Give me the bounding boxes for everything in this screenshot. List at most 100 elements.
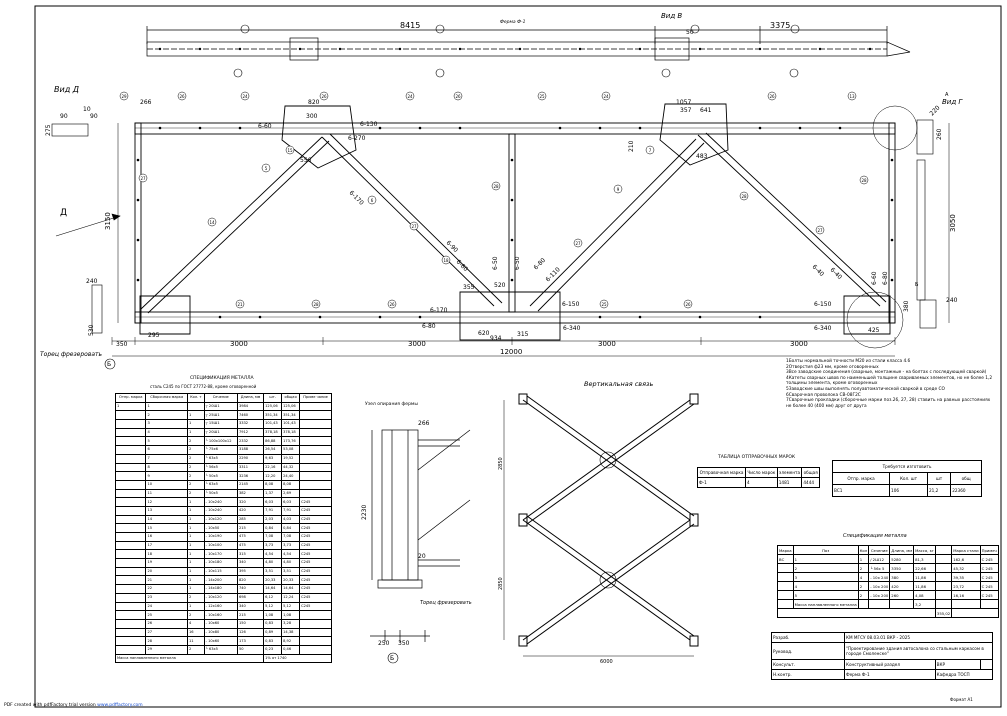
dim-641: 641 [700,107,712,114]
svg-text:28: 28 [861,178,867,183]
svg-text:24: 24 [603,94,609,99]
svg-text:26: 26 [455,94,461,99]
dim-350: 350 [116,341,128,348]
weld-label: 6-270 [348,135,366,142]
title-block: Разраб.КМ МГСУ 08.03.01 ВКР - 2025 Руков… [771,632,994,680]
weld-label: 6-50 [492,256,499,270]
svg-text:25: 25 [539,94,545,99]
node-dim-w2: 350 [398,640,410,647]
svg-text:14: 14 [209,220,215,225]
node-b-marker [104,358,116,370]
weld-label: 6-170 [348,189,365,206]
ferma-top-label: Ферма Ф-1 [500,19,526,25]
truss [134,103,918,349]
weld-label: 6-110 [544,266,561,283]
brace-dim-w: 6000 [600,659,613,665]
dim-10: 10 [83,106,91,113]
dim-lines [111,123,950,357]
top-dim-2: 50 [686,29,694,36]
svg-text:25: 25 [601,302,607,307]
dim-357: 357 [680,107,692,114]
svg-text:18: 18 [443,258,449,263]
weld-label: 6-80 [532,257,547,272]
svg-text:15: 15 [287,148,293,153]
dim-934: 934 [490,335,502,342]
svg-text:27: 27 [140,176,146,181]
weld-label: 6-80 [455,258,470,273]
node-detail-marker [387,652,399,664]
dim-295: 295 [148,332,160,339]
svg-text:28: 28 [741,194,747,199]
node-a-text: А [945,92,949,98]
node-dim-266: 266 [418,420,430,427]
footer-link[interactable]: www.pdffactory.com [97,703,143,708]
svg-text:26: 26 [389,302,395,307]
vid-g-label: Вид Г [942,98,963,106]
weld-label: 6-60 [258,123,272,130]
svg-text:26: 26 [685,302,691,307]
note: 2Отверстия ф23 мм, кроме оговоренных [786,364,879,370]
dim-315: 315 [517,331,529,338]
weld-label: 6-90 [445,239,460,254]
svg-text:9: 9 [617,187,620,192]
weld-label: 6-80 [882,271,889,285]
dim-90a: 90 [60,113,68,120]
dim-1057: 1057 [676,99,691,106]
dim-240: 240 [86,278,98,285]
svg-text:26: 26 [769,94,775,99]
footer-prefix: PDF created with pdfFactory trial versio… [4,703,98,708]
node-title: Узел опирания фермы [365,401,418,407]
dim-span: 12000 [500,348,522,356]
node-b2-text: Б [915,282,919,288]
note: 4Катеты сварных швов по наименьшей толщи… [786,375,993,387]
vid-d-label: Вид Д [54,85,79,94]
node-detail-b: Б [390,655,394,662]
brace-dim-h2: 2850 [498,577,504,590]
svg-text:13: 13 [849,94,855,99]
spec1-title: СПЕЦИФИКАЦИЯ МЕТАЛЛА [190,376,254,381]
svg-text:26: 26 [321,94,327,99]
weld-label: 6-340 [563,325,581,332]
weld-label: 6-40 [811,263,826,278]
dim-h-right: 3050 [949,214,957,232]
dim-520: 520 [494,282,506,289]
top-dim-1: 8415 [400,21,420,30]
brace-title: Вертикальная связь [584,380,653,388]
general-notes: 1Болты нормальной точности М20 из стали … [786,359,996,409]
svg-text:24: 24 [407,94,413,99]
pdf-footer: PDF created with pdfFactory trial versio… [4,703,143,708]
weld-label: 6-340 [814,325,832,332]
spec2-title: Спецификация металла [843,533,907,539]
dim-483: 483 [696,153,708,160]
dim-530: 530 [88,324,95,336]
node-b-text: Б [107,361,111,368]
dim-260: 260 [936,128,943,140]
dim-355: 355 [463,284,475,291]
dim-275: 275 [45,124,52,136]
dim-seg3: 3000 [598,340,616,348]
dim-seg4: 3000 [790,340,808,348]
dim-210: 210 [628,140,635,152]
